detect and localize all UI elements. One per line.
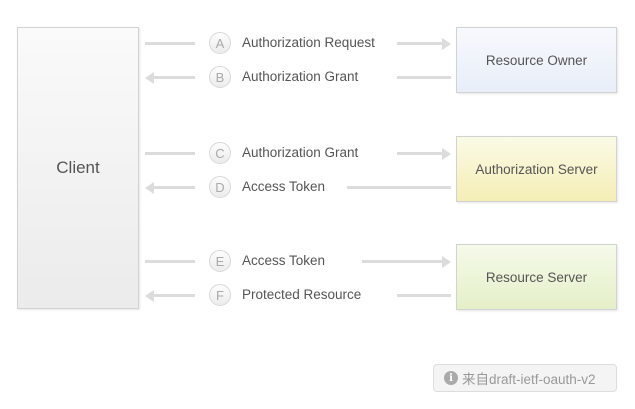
flow-d-label: Access Token: [242, 179, 326, 194]
flow-e-line-left: [145, 260, 195, 263]
flow-f: F Protected Resource: [0, 284, 635, 308]
flow-f-line-left: [154, 294, 195, 297]
flow-a-label: Authorization Request: [242, 35, 375, 50]
flow-c-arrowhead: [442, 148, 451, 160]
flow-a-line-right: [397, 42, 442, 45]
flow-e-label: Access Token: [242, 253, 326, 268]
flow-e-arrowhead: [442, 256, 451, 268]
client-label: Client: [56, 158, 100, 177]
flow-c-line-left: [145, 152, 195, 155]
flow-c-label: Authorization Grant: [242, 145, 359, 160]
flow-b-line-left: [154, 76, 195, 79]
flow-e: E Access Token: [0, 250, 635, 274]
flow-b: B Authorization Grant: [0, 66, 635, 90]
flow-b-line-right: [397, 76, 451, 79]
step-c-badge: C: [209, 142, 231, 164]
flow-d-line-right: [347, 186, 451, 189]
flow-d-arrowhead: [145, 182, 154, 194]
flow-c: C Authorization Grant: [0, 142, 635, 166]
resource-owner-label: Resource Owner: [485, 52, 588, 68]
step-d-badge: D: [209, 176, 231, 198]
flow-b-arrowhead: [145, 72, 154, 84]
step-b-badge: B: [209, 66, 231, 88]
flow-a: A Authorization Request: [0, 32, 635, 56]
step-a-badge: A: [209, 32, 231, 54]
flow-d-line-left: [154, 186, 195, 189]
source-watermark: i 来自draft-ietf-oauth-v2: [433, 364, 617, 392]
flow-d: D Access Token: [0, 176, 635, 200]
flow-f-label: Protected Resource: [242, 287, 362, 302]
flow-c-line-right: [397, 152, 442, 155]
authorization-server-label: Authorization Server: [475, 161, 598, 177]
flow-f-line-right: [397, 294, 451, 297]
client-box: Client: [17, 27, 139, 309]
resource-server-box: Resource Server: [456, 244, 617, 310]
info-icon: i: [444, 371, 458, 385]
step-f-badge: F: [209, 284, 231, 306]
flow-a-line-left: [145, 42, 195, 45]
flow-a-arrowhead: [442, 38, 451, 50]
flow-f-arrowhead: [145, 290, 154, 302]
resource-owner-box: Resource Owner: [456, 27, 617, 93]
resource-server-label: Resource Server: [485, 269, 588, 285]
step-e-badge: E: [209, 250, 231, 272]
flow-b-label: Authorization Grant: [242, 69, 359, 84]
source-watermark-text: 来自draft-ietf-oauth-v2: [462, 372, 596, 387]
flow-e-line-right: [362, 260, 442, 263]
authorization-server-box: Authorization Server: [456, 136, 617, 202]
